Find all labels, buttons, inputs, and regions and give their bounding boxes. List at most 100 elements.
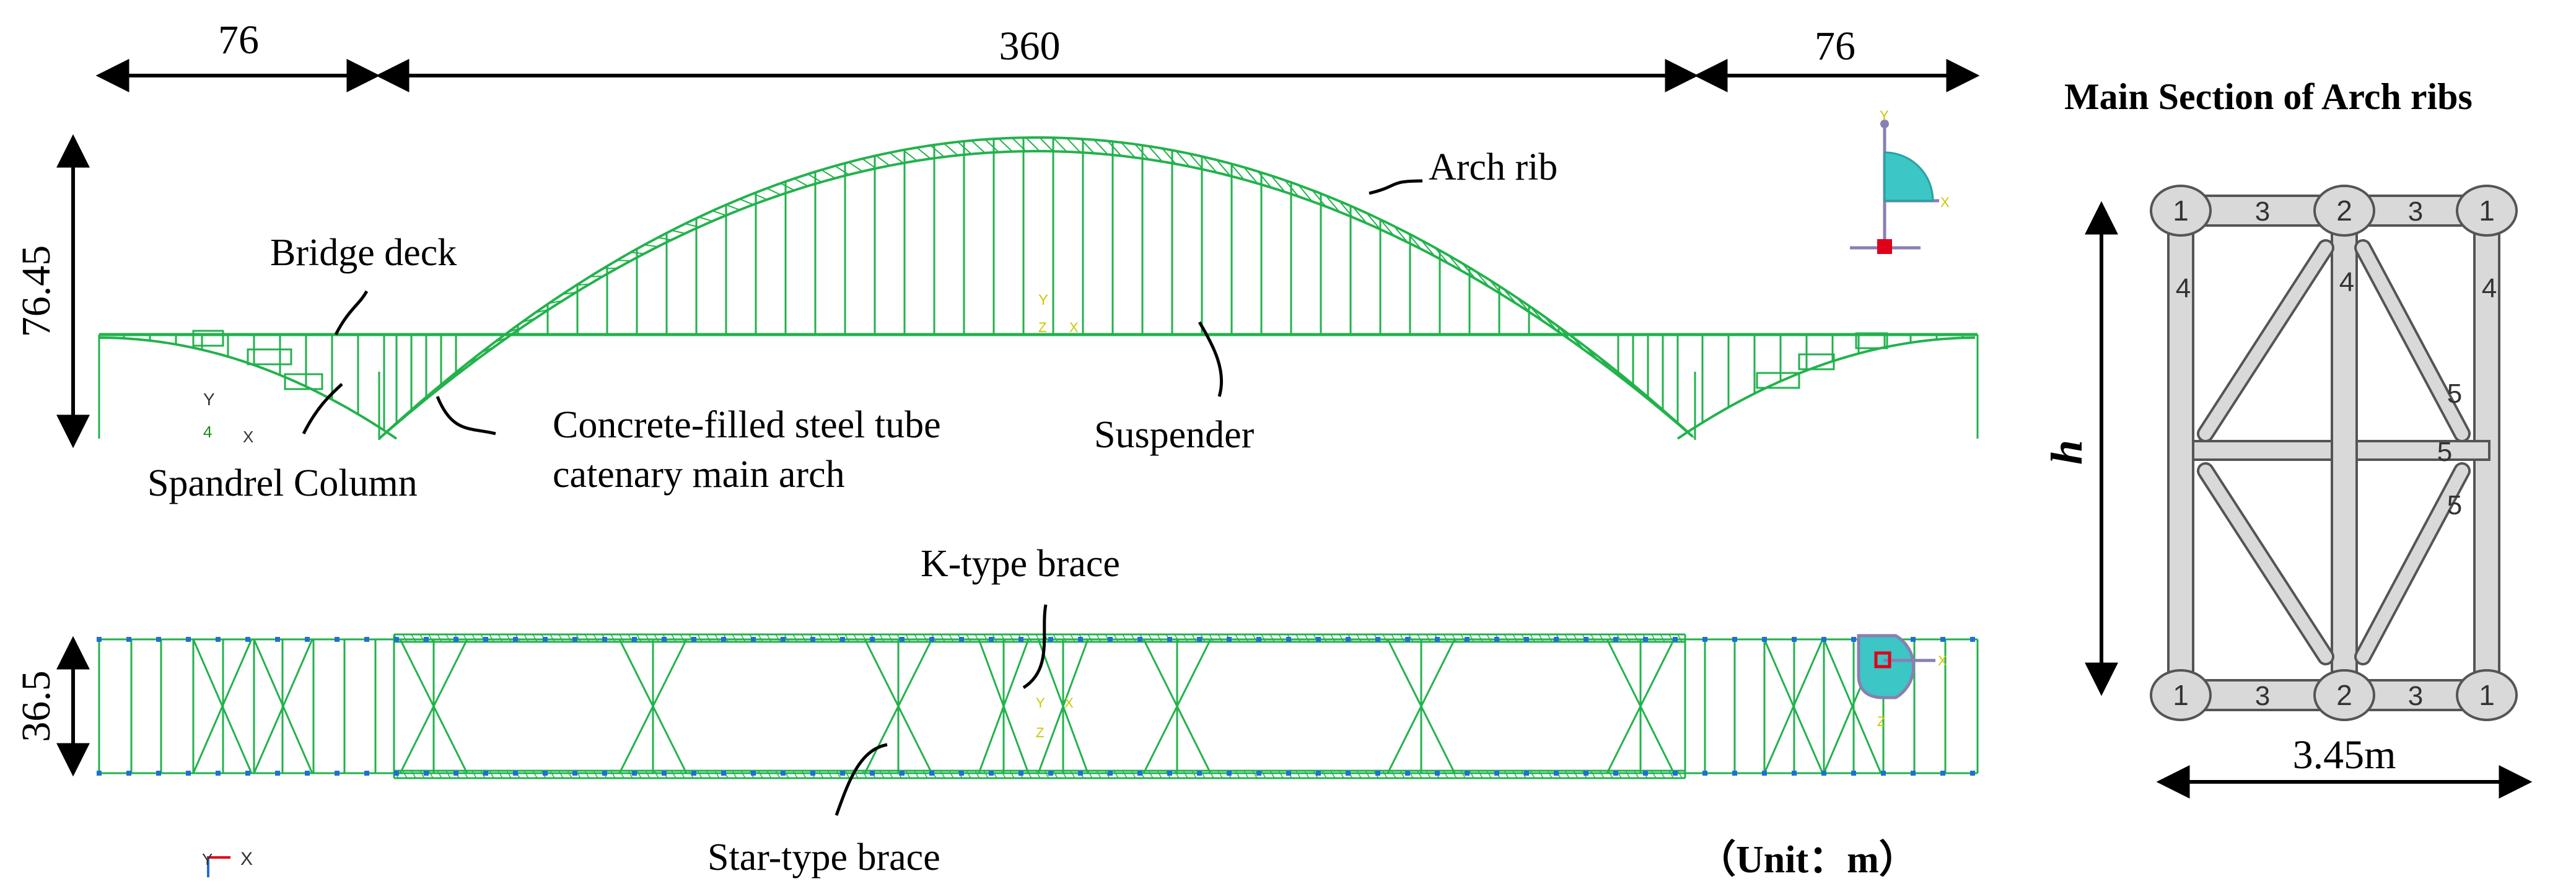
arch-lacing (535, 309, 550, 313)
plan-node (1554, 637, 1559, 642)
plan-chord-lacing (1365, 634, 1370, 642)
arch-lacing (521, 317, 536, 323)
plan-node (1167, 771, 1172, 776)
plan-chord-lacing (1070, 634, 1076, 642)
arch-lacing (1571, 335, 1585, 351)
arch-lacing (984, 139, 999, 153)
arch-lacing (1434, 247, 1449, 265)
plan-chord-lacing (948, 634, 954, 642)
plan-chord-lacing (1304, 634, 1310, 642)
arch-lacing (1325, 195, 1340, 213)
plan-chord-lacing (1044, 770, 1049, 779)
arch-lacing (548, 300, 563, 304)
plan-chord-lacing (1426, 770, 1431, 779)
rise-value: 76.45 (14, 245, 59, 338)
plan-node (1762, 637, 1767, 642)
plan-chord-lacing (1252, 770, 1258, 779)
plan-chord-lacing (1053, 770, 1058, 779)
arch-lacing (412, 398, 427, 410)
plan-node (751, 771, 756, 776)
plan-chord-lacing (688, 770, 694, 779)
plan-chord-lacing (1608, 770, 1613, 779)
plan-chord-lacing (1183, 770, 1188, 779)
plan-node (662, 637, 667, 642)
plan-chord-lacing (1625, 634, 1631, 642)
plan-node (751, 637, 756, 642)
plan-k-brace (1037, 706, 1064, 774)
plan-chord-lacing (636, 634, 642, 642)
plan-node (245, 771, 250, 776)
plan-node (1494, 771, 1499, 776)
plan-chord-lacing (489, 634, 494, 642)
deck-width-value: 36.5 (14, 670, 59, 742)
plan-chord-lacing (983, 634, 989, 642)
arch-lacing (1121, 142, 1136, 158)
plan-node (1435, 637, 1440, 642)
plan-node (364, 637, 369, 642)
plan-chord-lacing (1087, 634, 1093, 642)
plan-chord-lacing (1521, 770, 1527, 779)
plan-axis-y: Y (1036, 695, 1045, 711)
plan-chord-lacing (1634, 770, 1639, 779)
plan-chord-lacing (1443, 770, 1448, 779)
plan-chord-lacing (914, 634, 919, 642)
plan-axis-z: Z (1036, 725, 1044, 740)
plan-chord-lacing (862, 770, 867, 779)
plan-chord-lacing (645, 634, 651, 642)
section-chord-label: 3 (2255, 196, 2270, 227)
arch-lacing (903, 149, 918, 162)
section-web-label: 4 (2482, 273, 2497, 304)
arch-lacing (1189, 153, 1204, 170)
plan-chord-lacing (1009, 634, 1015, 642)
section-right-tie (2355, 440, 2491, 461)
arch-lacing (698, 216, 713, 222)
plan-chord-lacing (1564, 634, 1570, 642)
plan-node (1613, 771, 1618, 776)
section-tube-bottom-label: 1 (2479, 679, 2495, 711)
triad-y-label: Y (1880, 108, 1889, 123)
arch-lacing (426, 387, 440, 398)
plan-x-brace (253, 639, 313, 774)
plan-chord-lacing (471, 770, 477, 779)
plan-chord-lacing (1027, 634, 1032, 642)
plan-node (156, 771, 161, 776)
section-diag-label: 5 (2447, 490, 2462, 520)
plan-chord-lacing (905, 634, 911, 642)
plan-chord-lacing (1538, 770, 1544, 779)
arch-lacing (1666, 413, 1681, 426)
plan-node (1019, 637, 1023, 642)
plan-chord-lacing (1330, 770, 1336, 779)
axis-4-label-elev: 4 (203, 423, 212, 441)
plan-node (1286, 637, 1291, 642)
plan-chord-lacing (1504, 634, 1509, 642)
plan-node (453, 637, 458, 642)
plan-node (1465, 771, 1470, 776)
arch-lacing (576, 283, 590, 286)
plan-node (453, 771, 458, 776)
plan-chord-lacing (905, 770, 911, 779)
plan-chord-lacing (1001, 770, 1006, 779)
plan-chord-lacing (437, 770, 442, 779)
plan-chord-lacing (1096, 770, 1102, 779)
plan-chord-lacing (1391, 634, 1396, 642)
plan-node (126, 637, 131, 642)
plan-chord-lacing (766, 634, 772, 642)
side-span-box (247, 348, 292, 366)
plan-k-brace (1002, 639, 1030, 707)
plan-chord-lacing (1660, 770, 1665, 779)
plan-chord-lacing (593, 770, 598, 779)
plan-chord-lacing (671, 634, 677, 642)
plan-chord-lacing (567, 770, 572, 779)
plan-chord-lacing (922, 770, 928, 779)
elevation-triad: Y X (1850, 108, 1950, 254)
plan-node (1346, 637, 1351, 642)
label-spandrel-column: Spandrel Column (147, 462, 418, 504)
arch-lacing (657, 237, 672, 241)
section-diagonal (2199, 242, 2332, 440)
plan-chord-lacing (1252, 634, 1258, 642)
plan-chord-lacing (1053, 634, 1058, 642)
plan-chord-lacing (1269, 634, 1275, 642)
plan-node (1940, 771, 1945, 776)
plan-node (1881, 771, 1886, 776)
plan-chord-lacing (1200, 634, 1206, 642)
